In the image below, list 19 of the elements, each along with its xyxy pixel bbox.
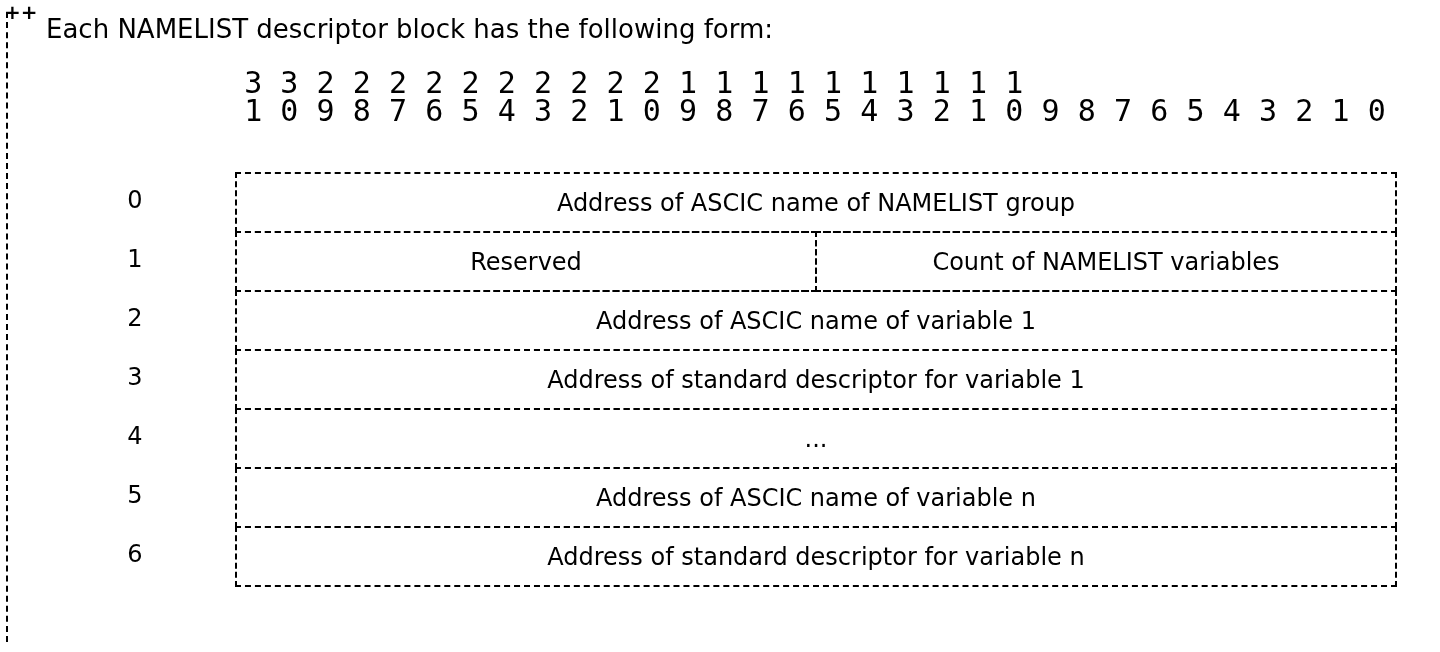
- comment-mark: ++: [4, 0, 38, 24]
- row-number: 0: [126, 186, 144, 214]
- register-field: Address of standard descriptor for variable n: [235, 526, 1397, 587]
- register-field: ...: [235, 408, 1397, 469]
- bit-number-row: 3 3 2 2 2 2 2 2 2 2 2 2 1 1 1 1 1 1 1 1 1 1: [244, 68, 1024, 98]
- row-number: 1: [126, 245, 144, 273]
- row-number: 6: [126, 540, 144, 568]
- row-number: 4: [126, 422, 144, 450]
- register-field: Address of ASCIC name of NAMELIST group: [235, 172, 1397, 233]
- register-field: Address of standard descriptor for variable 1: [235, 349, 1397, 410]
- row-number: 2: [126, 304, 144, 332]
- register-field: Count of NAMELIST variables: [815, 231, 1397, 292]
- register-field: Address of ASCIC name of variable n: [235, 467, 1397, 528]
- register-field: Reserved: [235, 231, 817, 292]
- title: Each NAMELIST descriptor block has the following form:: [46, 14, 774, 44]
- row-number: 5: [126, 481, 144, 509]
- register-field: Address of ASCIC name of variable 1: [235, 290, 1397, 351]
- bit-number-row: 1 0 9 8 7 6 5 4 3 2 1 0 9 8 7 6 5 4 3 2 1 0 9 8 7 6 5 4 3 2 1 0: [244, 96, 1386, 126]
- row-number: 3: [126, 363, 144, 391]
